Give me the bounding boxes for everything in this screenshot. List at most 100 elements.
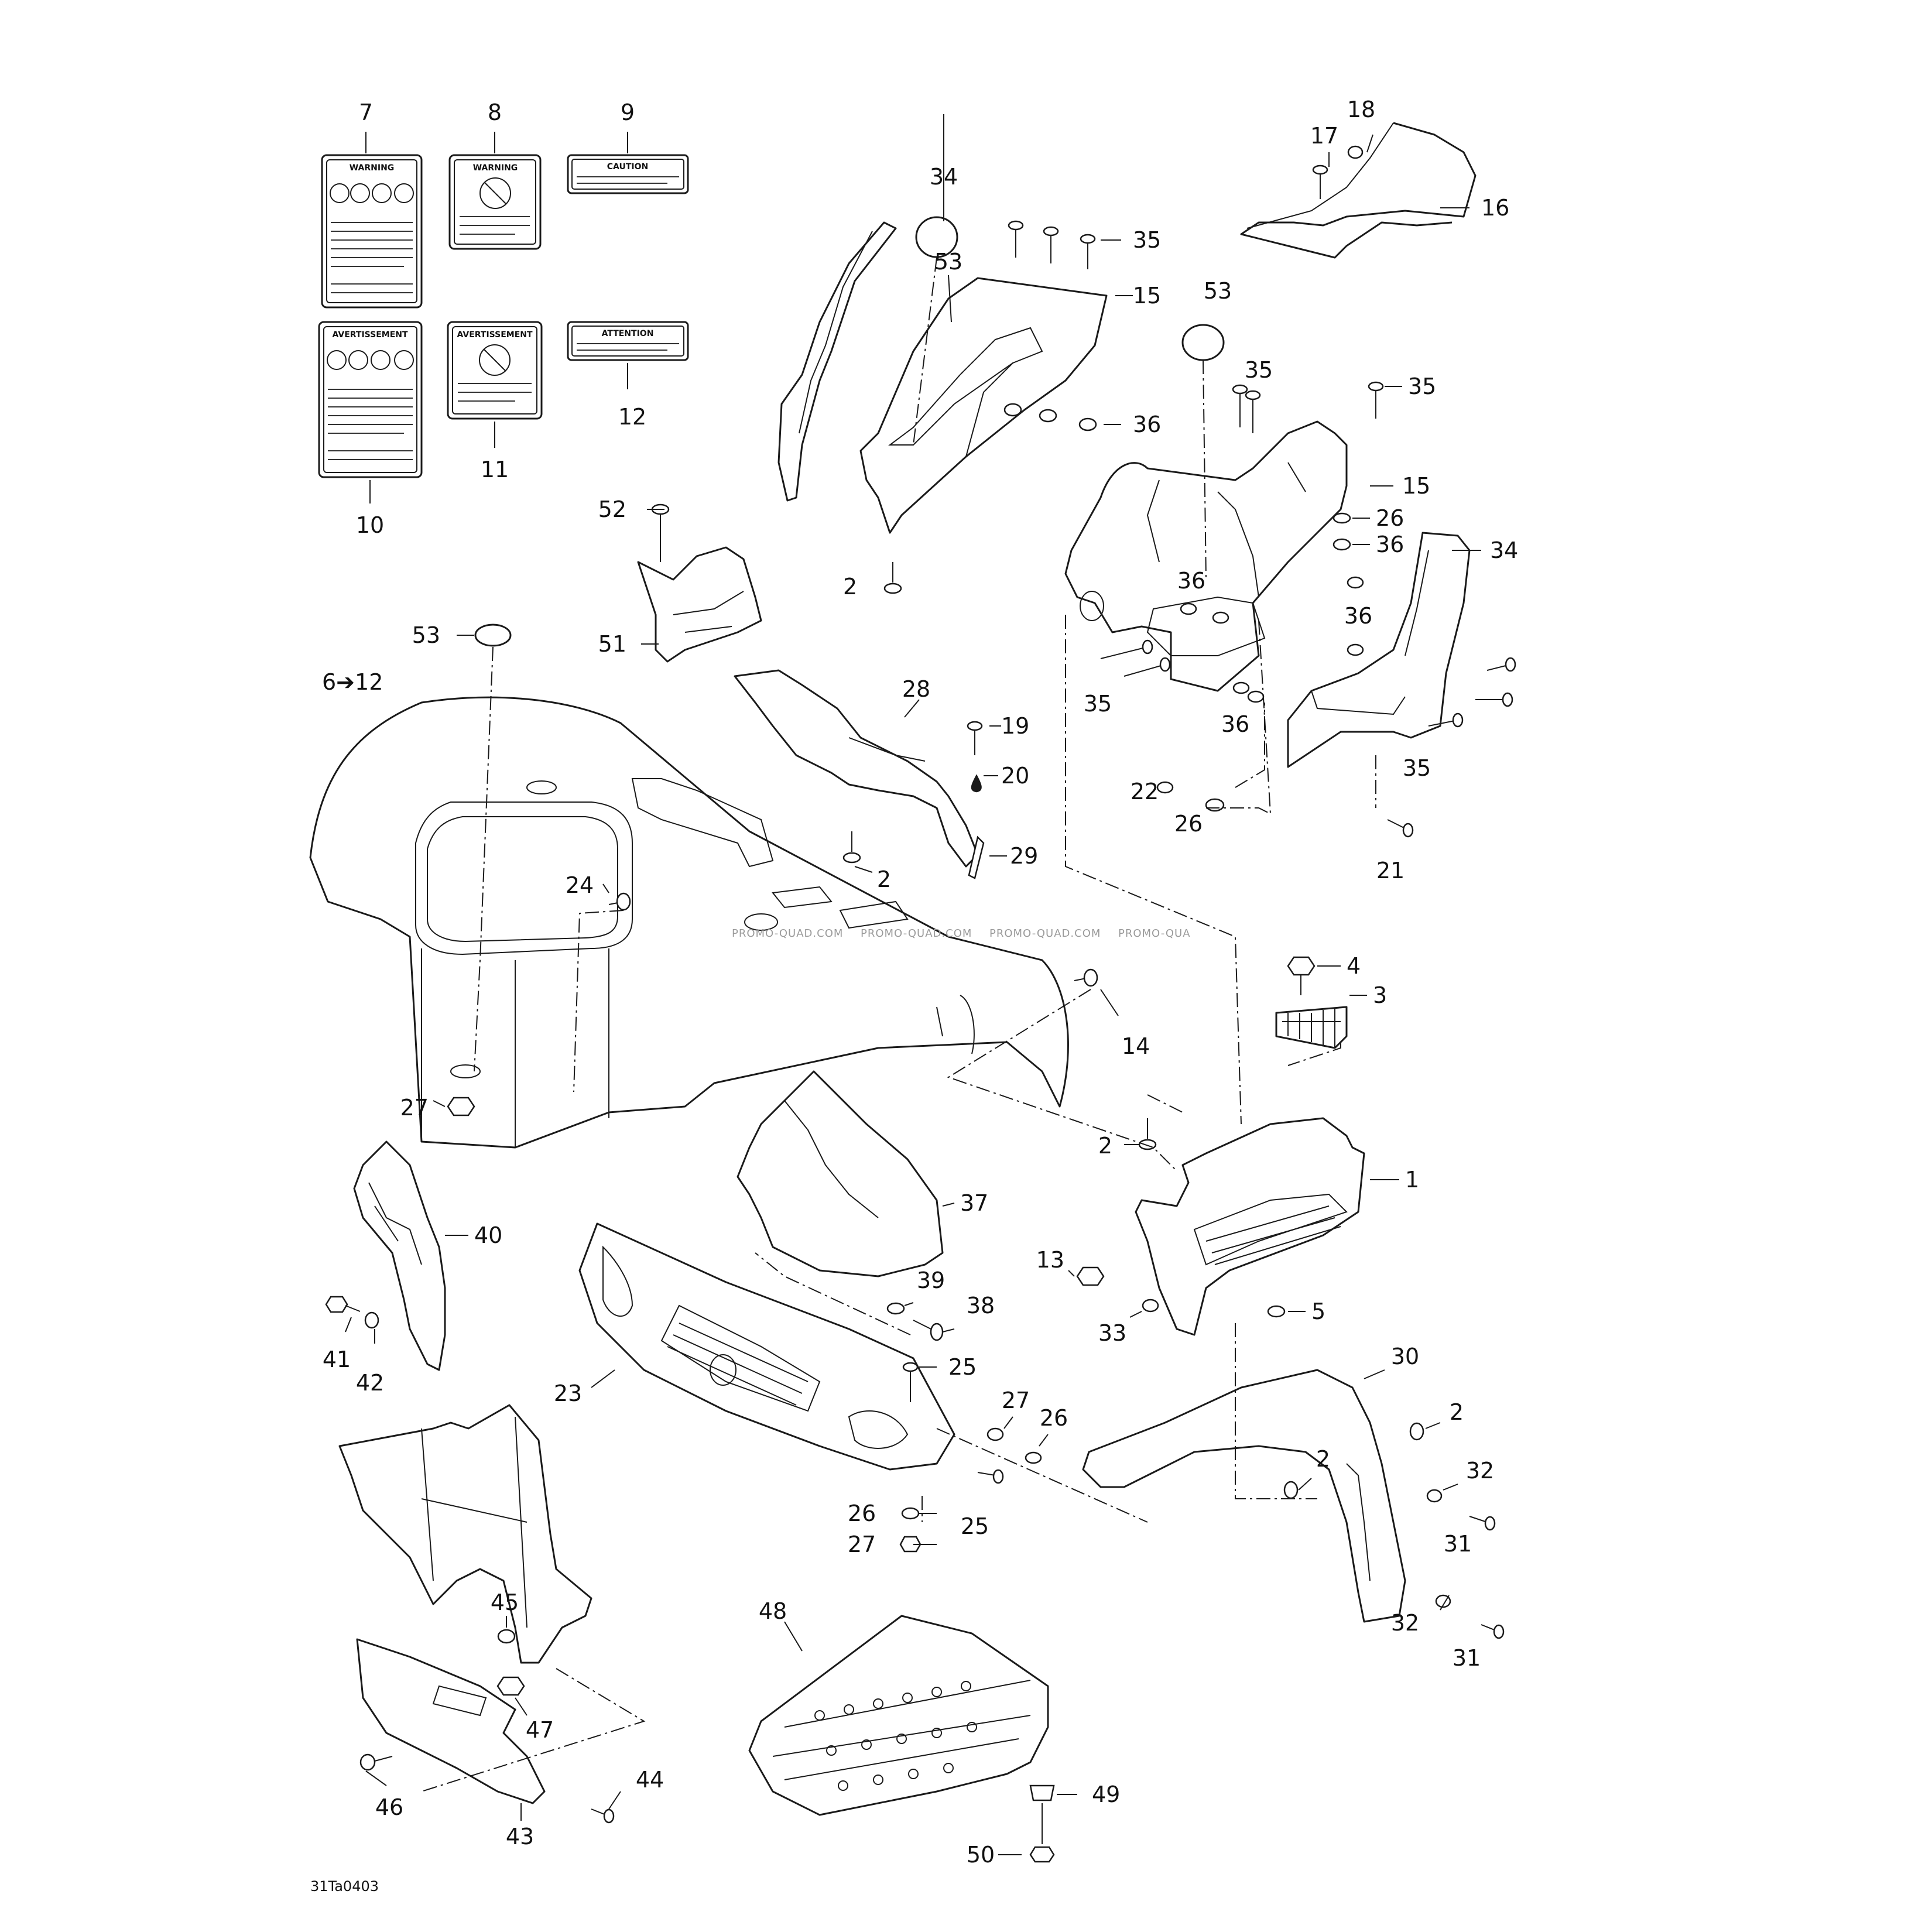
callout-40: 40 (474, 1222, 502, 1248)
callout-31a: 31 (1444, 1531, 1472, 1557)
inner-fender-15-right[interactable] (1064, 420, 1348, 692)
bumper-23[interactable] (578, 1222, 955, 1471)
mud-guard-34-left[interactable] (777, 221, 897, 502)
callout-26b: 26 (1174, 811, 1203, 837)
callout-10: 10 (356, 512, 384, 538)
callout-52: 52 (598, 496, 626, 522)
decal-10-title: AVERTISSEMENT (332, 330, 408, 340)
callout-4: 4 (1347, 953, 1361, 979)
callout-1: 1 (1405, 1167, 1419, 1193)
cap-53-left[interactable] (915, 216, 958, 258)
callout-36a: 36 (1133, 412, 1161, 437)
callout-27c: 27 (848, 1532, 876, 1557)
front-body-fender[interactable] (309, 696, 1069, 1149)
clip-29[interactable] (968, 835, 985, 879)
cap-53-body[interactable] (474, 624, 512, 647)
footwell-1[interactable] (1135, 1117, 1365, 1336)
callout-2b: 2 (877, 866, 891, 892)
skid-plate-43[interactable] (356, 1638, 546, 1804)
callout-34a: 34 (930, 164, 958, 190)
callout-27b: 27 (1002, 1388, 1030, 1413)
callout-41: 41 (323, 1347, 351, 1372)
callout-12: 12 (618, 404, 646, 430)
decal-12[interactable]: ATTENTION (567, 321, 689, 361)
callout-48: 48 (759, 1598, 787, 1624)
cap-53-right[interactable] (1181, 324, 1225, 361)
callout-45: 45 (491, 1590, 519, 1615)
mud-guard-34-right[interactable] (1287, 532, 1471, 768)
decal-7-title: WARNING (350, 163, 395, 173)
callout-35e: 35 (1403, 755, 1431, 781)
shield-28[interactable] (734, 669, 979, 868)
decal-8-title: WARNING (473, 163, 518, 173)
rear-fender-30[interactable] (1082, 1369, 1406, 1623)
watermark-3: PROMO-QUAD.COM (989, 927, 1101, 940)
callout-16: 16 (1481, 195, 1509, 221)
bull-bar[interactable] (338, 1404, 592, 1664)
callout-37: 37 (960, 1190, 988, 1216)
callout-49: 49 (1092, 1782, 1120, 1807)
callout-20: 20 (1001, 763, 1029, 789)
footrest-3[interactable] (1275, 1006, 1348, 1049)
callout-26a: 26 (1376, 505, 1404, 531)
callout-36b: 36 (1376, 532, 1404, 557)
decal-8[interactable]: WARNING (448, 154, 542, 250)
callout-7: 7 (359, 100, 373, 125)
decal-11-title: AVERTISSEMENT (457, 330, 533, 340)
callout-6to12: 6➔12 (322, 669, 383, 695)
callout-26d: 26 (848, 1501, 876, 1526)
callout-19: 19 (1001, 713, 1029, 739)
drawing-code: 31Ta0403 (310, 1878, 379, 1895)
callout-38: 38 (967, 1293, 995, 1318)
callout-36e: 36 (1221, 711, 1249, 737)
callout-24: 24 (566, 872, 594, 898)
part-16[interactable] (1240, 122, 1477, 259)
watermark: PROMO-QUAD.COM PROMO-QUAD.COM PROMO-QUAD… (732, 927, 1190, 940)
callout-30: 30 (1391, 1344, 1419, 1369)
callout-35c: 35 (1408, 374, 1436, 399)
callout-42: 42 (356, 1370, 384, 1396)
skid-plate-48[interactable] (748, 1615, 1049, 1816)
callout-35b: 35 (1245, 357, 1273, 383)
bracket-51[interactable] (637, 546, 762, 663)
callout-32b: 32 (1391, 1610, 1419, 1636)
assembly-lines (421, 257, 1376, 1792)
callout-53a: 53 (934, 249, 962, 275)
callout-35a: 35 (1133, 227, 1161, 253)
callout-3: 3 (1373, 982, 1387, 1008)
callout-21: 21 (1376, 858, 1405, 883)
callout-53c: 53 (412, 622, 440, 648)
callout-23: 23 (554, 1381, 582, 1406)
callout-11: 11 (481, 457, 509, 482)
callout-26c: 26 (1040, 1405, 1068, 1431)
callout-46: 46 (375, 1794, 403, 1820)
callout-47: 47 (526, 1717, 554, 1743)
decal-10[interactable]: AVERTISSEMENT (318, 321, 423, 478)
decal-9-title: CAUTION (607, 162, 648, 172)
callout-25a: 25 (948, 1354, 977, 1380)
callout-53b: 53 (1204, 278, 1232, 304)
callout-2a: 2 (843, 574, 857, 600)
side-panel-40[interactable] (353, 1140, 446, 1371)
watermark-2: PROMO-QUAD.COM (861, 927, 972, 940)
callout-15b: 15 (1402, 473, 1430, 499)
decal-11[interactable]: AVERTISSEMENT (447, 321, 543, 420)
inner-fender-15-left[interactable] (859, 277, 1108, 534)
callout-22: 22 (1131, 779, 1159, 804)
callout-44: 44 (636, 1767, 664, 1793)
callout-31b: 31 (1453, 1645, 1481, 1671)
callout-2c: 2 (1098, 1133, 1112, 1159)
callout-14: 14 (1122, 1033, 1150, 1059)
callout-5: 5 (1311, 1299, 1325, 1324)
callout-2d: 2 (1450, 1399, 1464, 1425)
callout-25b: 25 (961, 1513, 989, 1539)
decal-9[interactable]: CAUTION (567, 154, 689, 194)
deflector-37[interactable] (737, 1070, 944, 1277)
decal-7[interactable]: WARNING (321, 154, 423, 309)
leader-lines (345, 114, 1481, 1855)
callout-27a: 27 (400, 1095, 429, 1121)
callout-36d: 36 (1344, 603, 1372, 629)
callout-35d: 35 (1084, 691, 1112, 717)
callout-32a: 32 (1466, 1458, 1494, 1484)
